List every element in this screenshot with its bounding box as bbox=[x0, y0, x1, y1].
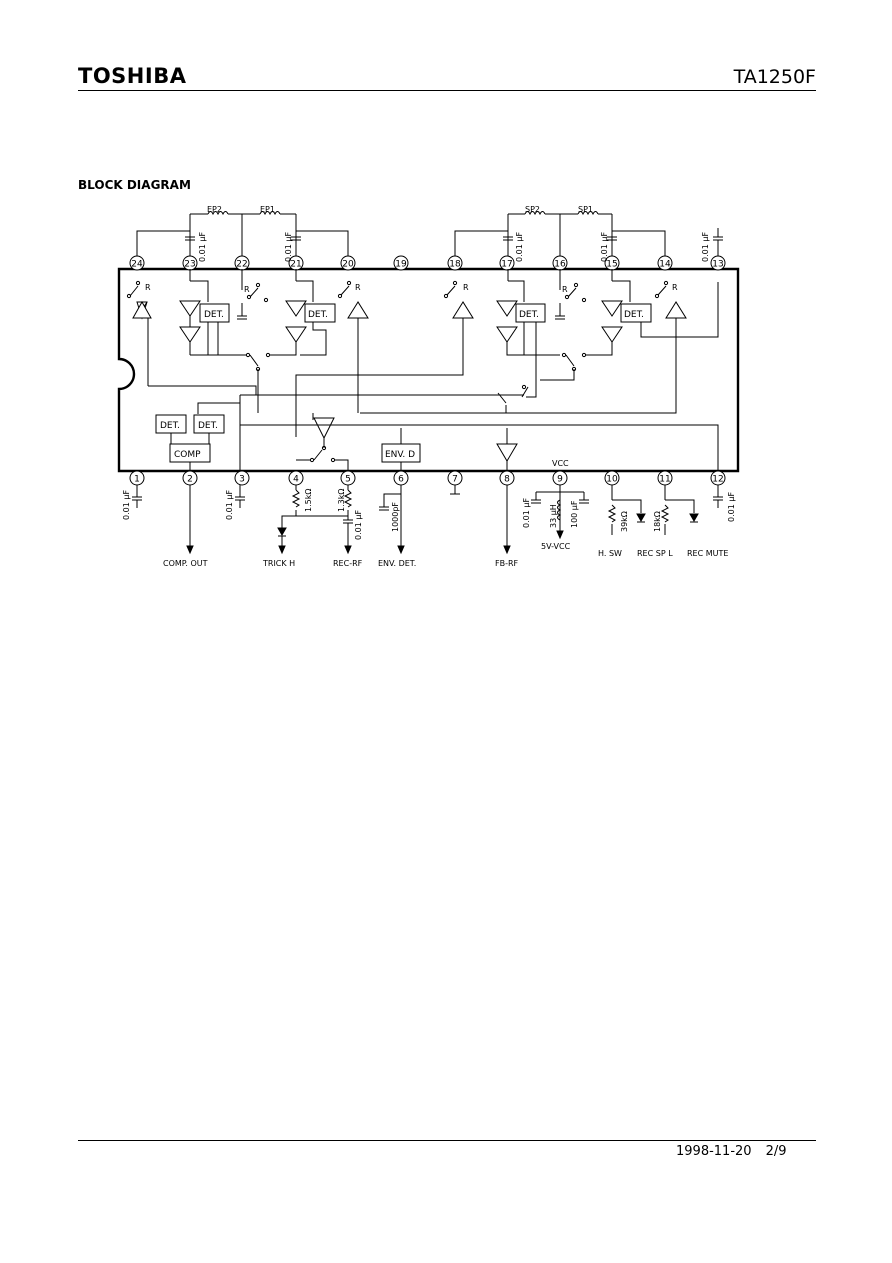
label-fb-rf: FB-RF bbox=[495, 559, 519, 568]
cap-label-1: 0.01 μF bbox=[122, 490, 131, 520]
footer: 1998-11-20 2/9 bbox=[676, 1144, 800, 1159]
bottom-pin-3 bbox=[234, 470, 250, 486]
footer-date: 1998-11-20 bbox=[676, 1144, 752, 1159]
cap-label-12: 0.01 μF bbox=[727, 492, 736, 522]
sp-network: SP2 SP1 0.01 μF 0.01 μF 0.01 μF bbox=[454, 205, 723, 262]
cap-label-6: 1000pF bbox=[391, 502, 400, 532]
svg-text:DET.: DET. bbox=[198, 421, 218, 431]
bottom-pin-label-5: 5 bbox=[345, 475, 351, 485]
inductor-label-9: 33 μH bbox=[549, 504, 558, 528]
top-pin-label-15: 15 bbox=[606, 260, 617, 270]
amp-center bbox=[313, 417, 335, 440]
svg-text:R: R bbox=[562, 285, 568, 294]
label-ep2: EP2 bbox=[207, 205, 222, 214]
top-pin-label-22: 22 bbox=[236, 260, 247, 270]
svg-text:DET.: DET. bbox=[308, 310, 328, 320]
inductor-sp1 bbox=[577, 211, 599, 216]
svg-text:DET.: DET. bbox=[204, 310, 224, 320]
label-rec-sp-l: REC SP L bbox=[637, 549, 673, 558]
label-env-det: ENV. DET. bbox=[378, 559, 416, 568]
bottom-pin-label-3: 3 bbox=[239, 475, 245, 485]
label-comp-out: COMP. OUT bbox=[163, 559, 208, 568]
svg-text:DET.: DET. bbox=[160, 421, 180, 431]
bottom-pin-label-12: 12 bbox=[712, 475, 723, 485]
ep-network: EP2 EP1 0.01 μF 0.01 μF bbox=[136, 205, 349, 262]
label-ep1: EP1 bbox=[260, 205, 275, 214]
top-pin-label-19: 19 bbox=[395, 260, 407, 270]
label-sp1: SP1 bbox=[578, 205, 593, 214]
svg-text:DET.: DET. bbox=[519, 310, 539, 320]
res-label-10: 39kΩ bbox=[620, 511, 629, 532]
res-label-11: 18kΩ bbox=[653, 511, 662, 532]
svg-text:R: R bbox=[355, 283, 361, 292]
bottom-pin-label-4: 4 bbox=[293, 475, 299, 485]
cap-label-5: 0.01 μF bbox=[354, 510, 363, 540]
top-pin-label-17: 17 bbox=[501, 260, 512, 270]
inductor-ep2 bbox=[207, 211, 229, 216]
section-title: BLOCK DIAGRAM bbox=[78, 178, 191, 192]
top-pin-label-20: 20 bbox=[342, 260, 354, 270]
vcc-label: VCC bbox=[552, 459, 569, 468]
cap-label-15: 0.01 μF bbox=[600, 232, 609, 262]
bottom-pin-label-1: 1 bbox=[134, 475, 140, 485]
header-rule bbox=[78, 90, 816, 91]
label-trick-h: TRICK H bbox=[262, 559, 295, 568]
footer-rule bbox=[78, 1140, 816, 1141]
svg-text:DET.: DET. bbox=[624, 310, 644, 320]
footer-page: 2/9 bbox=[765, 1144, 787, 1159]
bottom-pin-label-11: 11 bbox=[659, 475, 670, 485]
bottom-pin-label-10: 10 bbox=[606, 475, 618, 485]
top-pin-19 bbox=[393, 255, 409, 271]
top-pin-label-24: 24 bbox=[131, 260, 143, 270]
label-sp2: SP2 bbox=[525, 205, 540, 214]
bottom-pin-label-2: 2 bbox=[187, 475, 193, 485]
ic-body bbox=[117, 267, 740, 473]
res-label-4: 1.5kΩ bbox=[304, 489, 313, 512]
cap-label-13: 0.01 μF bbox=[701, 232, 710, 262]
svg-text:ENV. D: ENV. D bbox=[385, 450, 415, 460]
brand-logo: TOSHIBA bbox=[78, 64, 187, 88]
top-pin-label-14: 14 bbox=[659, 260, 671, 270]
inductor-ep1 bbox=[259, 211, 281, 216]
res-label-5: 1.3kΩ bbox=[337, 489, 346, 512]
cap-label-21: 0.01 μF bbox=[284, 232, 293, 262]
bottom-pin-label-7: 7 bbox=[452, 475, 458, 485]
cap-label-3: 0.01 μF bbox=[225, 490, 234, 520]
top-pin-label-18: 18 bbox=[449, 260, 461, 270]
part-number: TA1250F bbox=[733, 66, 816, 88]
internal-left: R DET. R DET. R bbox=[126, 269, 369, 413]
top-pin-label-21: 21 bbox=[290, 260, 301, 270]
label-5v-vcc: 5V-VCC bbox=[541, 542, 571, 551]
top-pin-label-13: 13 bbox=[712, 260, 723, 270]
svg-text:R: R bbox=[145, 283, 151, 292]
internal-middle: DET. DET. COMP ENV. D VCC bbox=[155, 369, 719, 471]
label-h-sw: H. SW bbox=[598, 549, 622, 558]
top-pin-label-23: 23 bbox=[184, 260, 195, 270]
internal-right: R DET. R DET. R bbox=[295, 269, 719, 437]
label-rec-rf: REC-RF bbox=[333, 559, 363, 568]
svg-text:COMP: COMP bbox=[174, 450, 201, 460]
label-rec-mute: REC MUTE bbox=[687, 549, 728, 558]
cap-label-9: 0.01 μF bbox=[522, 498, 531, 528]
bottom-pin-label-6: 6 bbox=[398, 475, 404, 485]
cap-label-9b: 100 μF bbox=[570, 500, 579, 528]
svg-text:R: R bbox=[672, 283, 678, 292]
bottom-pin-label-8: 8 bbox=[504, 475, 510, 485]
svg-text:R: R bbox=[463, 283, 469, 292]
top-pin-17 bbox=[499, 255, 515, 271]
svg-text:R: R bbox=[244, 285, 250, 294]
inductor-sp2 bbox=[524, 211, 546, 216]
top-pin-label-16: 16 bbox=[554, 260, 566, 270]
bottom-network: 0.01 μF COMP. OUT 0.01 μF 1.5kΩ TRICK H … bbox=[122, 485, 736, 568]
cap-label-23: 0.01 μF bbox=[198, 232, 207, 262]
cap-label-17: 0.01 μF bbox=[515, 232, 524, 262]
bottom-pin-label-9: 9 bbox=[557, 475, 563, 485]
